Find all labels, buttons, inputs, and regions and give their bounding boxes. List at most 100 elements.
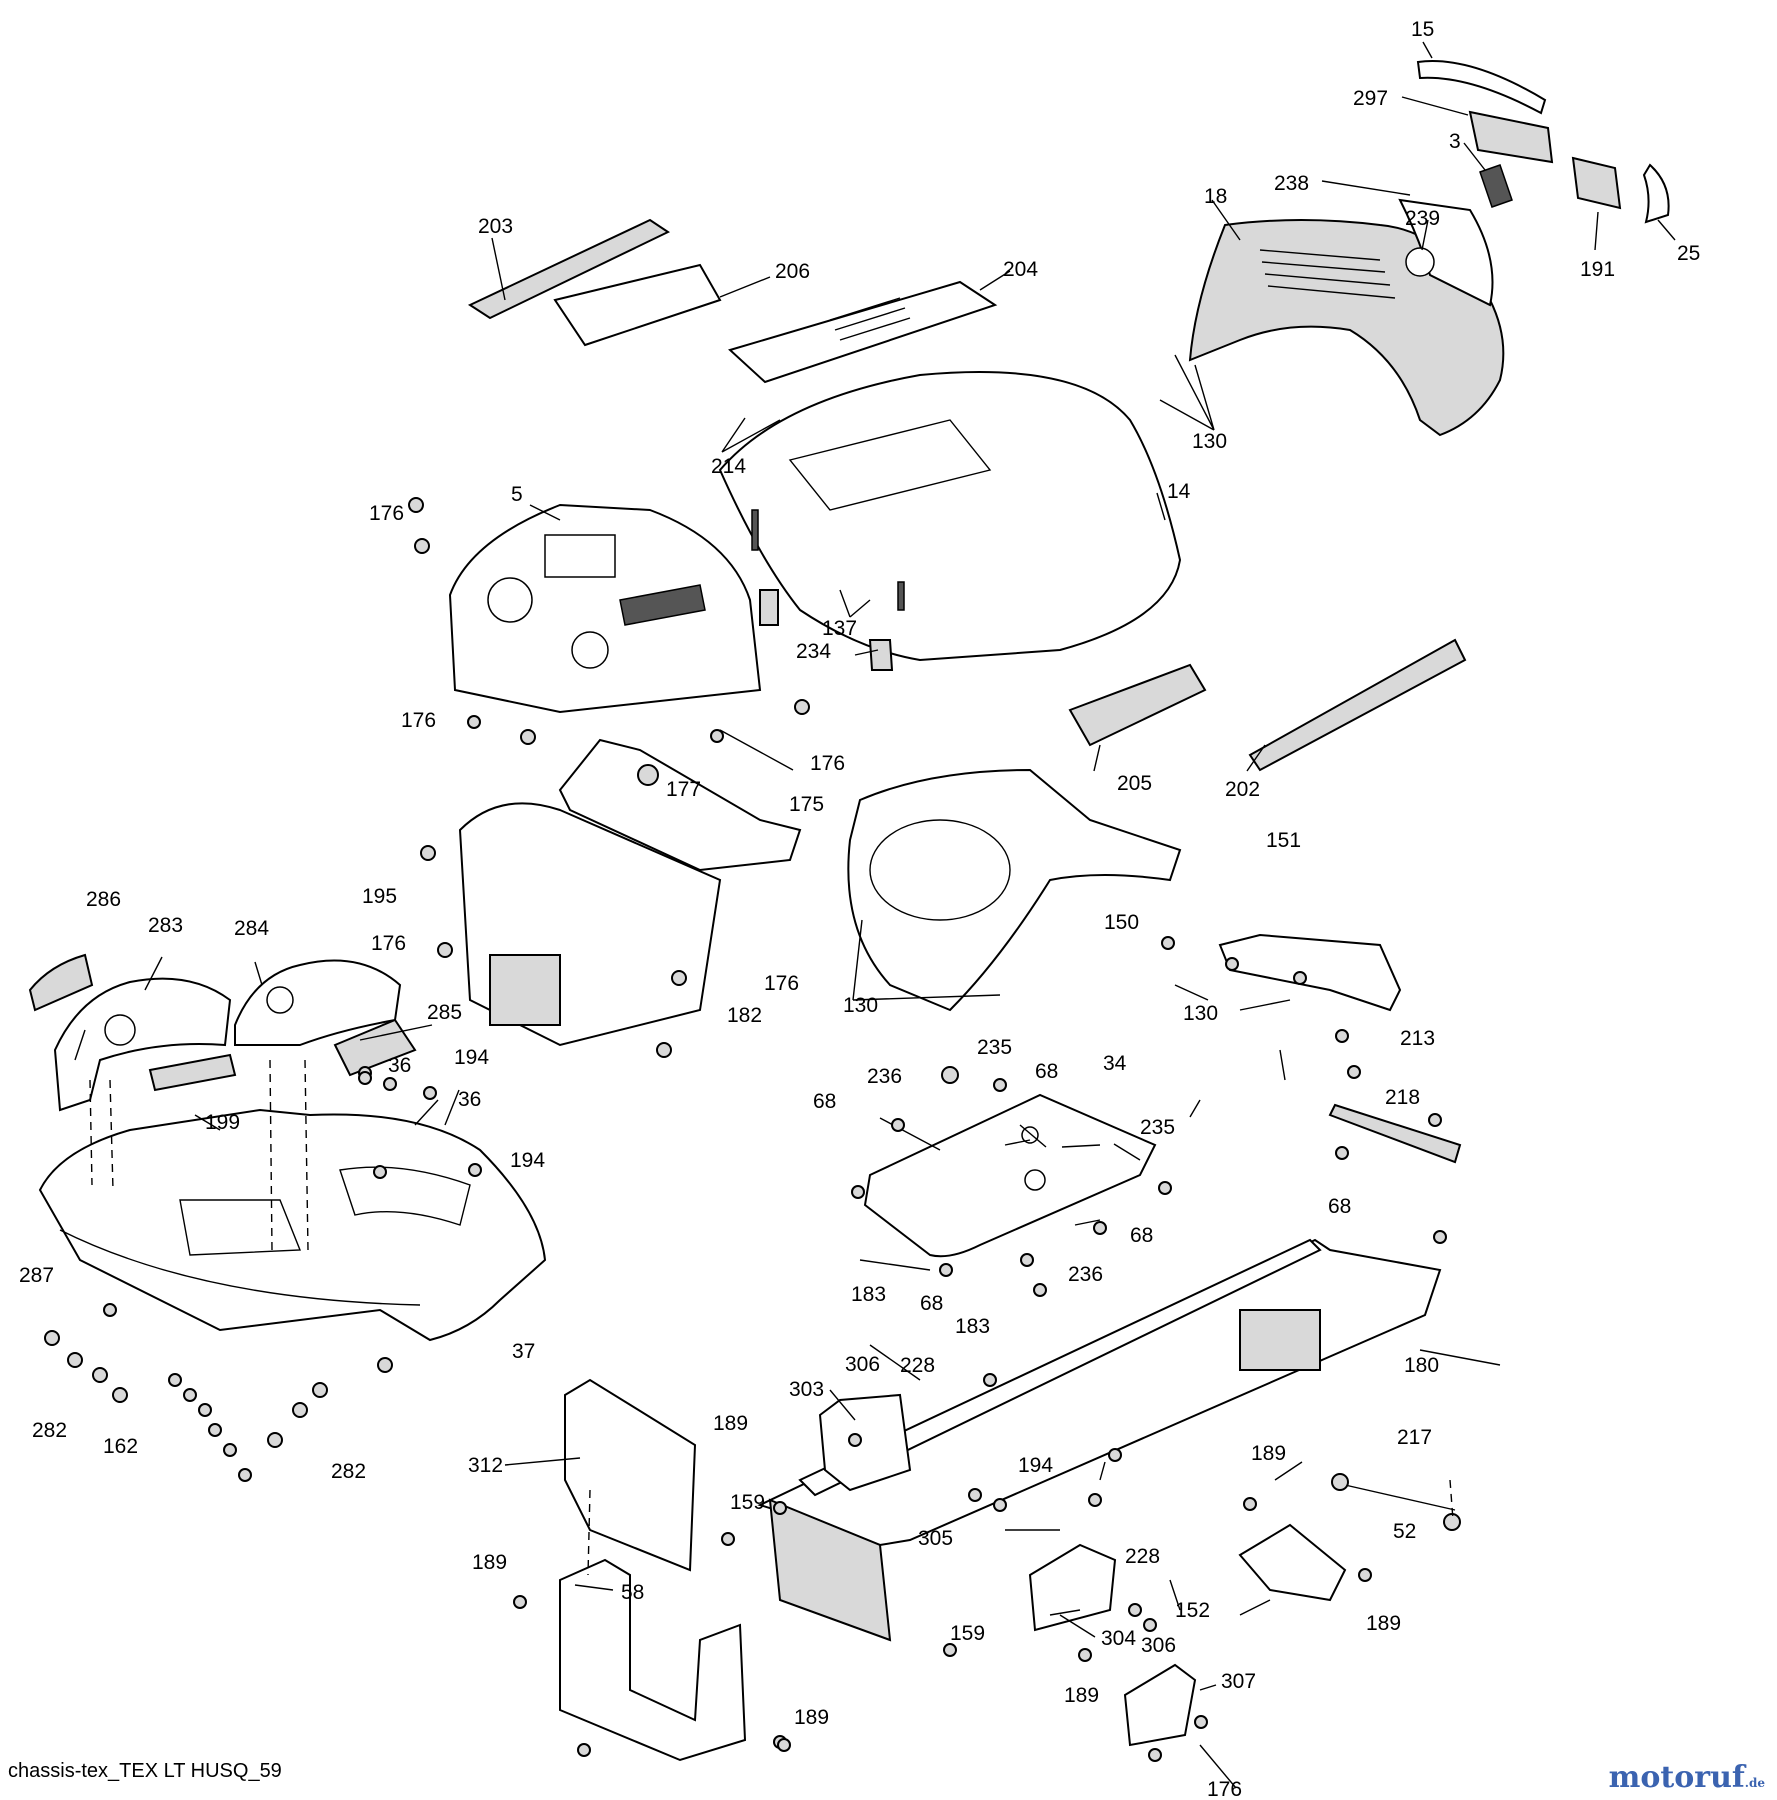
callout: 37: [512, 1340, 535, 1363]
callout: 180: [1404, 1354, 1439, 1377]
callout: 68: [813, 1090, 836, 1113]
callout: 14: [1167, 480, 1191, 503]
part-312-shield: [564, 1378, 697, 1572]
part-177-knob: [637, 764, 659, 786]
callout: 236: [867, 1065, 902, 1088]
part-52-washer-a: [1331, 1473, 1349, 1491]
callout: 162: [103, 1435, 138, 1458]
part-303-shield: [818, 1393, 912, 1492]
callout: 18: [1204, 185, 1227, 208]
plate-hole-1: [1021, 1126, 1039, 1144]
callout: 151: [1266, 829, 1301, 852]
shroud-ring: [869, 819, 1011, 921]
callout: 195: [362, 885, 397, 908]
part-175-bracket: [558, 738, 802, 872]
callout: 194: [454, 1046, 489, 1069]
callout: 236: [1068, 1263, 1103, 1286]
callout: 204: [1003, 258, 1038, 281]
callout: 150: [1104, 911, 1139, 934]
part-297-block: [1468, 110, 1554, 164]
callout: 3: [1449, 130, 1461, 153]
part-3-emblem: [1479, 164, 1513, 208]
callout: 214: [711, 455, 746, 478]
callout: 176: [1207, 1778, 1242, 1800]
part-304-shield: [1028, 1543, 1117, 1632]
callout: 159: [730, 1491, 765, 1514]
callout: 130: [1192, 430, 1227, 453]
callout: 307: [1221, 1670, 1256, 1693]
callout: 52: [1393, 1520, 1416, 1543]
part-199-plate: [148, 1053, 237, 1092]
part-218-bar: [1328, 1103, 1462, 1164]
callout: 213: [1400, 1027, 1435, 1050]
leader-lines: [74, 41, 1676, 1789]
part-204-cover: [728, 280, 998, 384]
part-25-lens: [1642, 163, 1670, 224]
part-137-strip-b: [897, 581, 905, 611]
callout: 306: [1141, 1634, 1176, 1657]
callout: 202: [1225, 778, 1260, 801]
callout: 306: [845, 1353, 880, 1376]
callout: 25: [1677, 242, 1700, 265]
callout: 189: [713, 1412, 748, 1435]
callout: 285: [427, 1001, 462, 1024]
callout: 183: [955, 1315, 990, 1338]
callout: 68: [920, 1292, 943, 1315]
callout: 239: [1405, 207, 1440, 230]
part-283-cover: [53, 977, 232, 1112]
callout: 312: [468, 1454, 503, 1477]
part-34-plate: [863, 1093, 1157, 1258]
part-234-pad-a: [759, 589, 779, 626]
callout-labels: 15 297 3 238 18 239 191 25 203 206 204 1…: [19, 18, 1700, 1800]
callout: 287: [19, 1264, 54, 1287]
callout: 68: [1035, 1060, 1058, 1083]
callout: 217: [1397, 1426, 1432, 1449]
callout: 175: [789, 793, 824, 816]
part-37-fender: [38, 1108, 547, 1342]
diagram-caption: chassis-tex_TEX LT HUSQ_59: [8, 1760, 282, 1782]
watermark-suffix: .de: [1744, 1776, 1765, 1790]
callout: 238: [1274, 172, 1309, 195]
callout: 176: [764, 972, 799, 995]
part-152-cover: [1238, 1523, 1347, 1602]
callout: 194: [510, 1149, 545, 1172]
plate-hole-2: [1024, 1169, 1046, 1191]
callout: 189: [794, 1706, 829, 1729]
callout: 176: [810, 752, 845, 775]
hood-opening: [788, 419, 992, 511]
callout: 176: [371, 932, 406, 955]
callout: 282: [32, 1419, 67, 1442]
fender-edge: [59, 1229, 421, 1306]
dash-switch: [619, 584, 706, 626]
watermark-main: motoruf: [1608, 1760, 1745, 1795]
callout: 176: [369, 502, 404, 525]
callout: 130: [1183, 1002, 1218, 1025]
part-151-bracket: [1218, 933, 1402, 1012]
part-202-vent: [1248, 638, 1467, 772]
callout: 234: [796, 640, 831, 663]
callout: 189: [472, 1551, 507, 1574]
dash-gauge: [487, 577, 533, 623]
callout: 130: [843, 994, 878, 1017]
frame-gearbox: [1239, 1309, 1321, 1371]
part-137-strip-a: [751, 509, 759, 551]
callout: 177: [666, 778, 701, 801]
callout: 199: [205, 1111, 240, 1134]
part-234-pad-b: [868, 639, 894, 671]
callout: 182: [727, 1004, 762, 1027]
part-15-trim: [1416, 60, 1547, 115]
part-206-duct: [553, 263, 722, 347]
part-284-cover: [234, 959, 402, 1046]
callout: 189: [1251, 1442, 1286, 1465]
callout: 15: [1411, 18, 1434, 41]
frame-front: [768, 1498, 892, 1642]
grille-slats: [1259, 249, 1396, 299]
callout: 228: [1125, 1545, 1160, 1568]
callout: 137: [822, 617, 857, 640]
part-52-washer-b: [1443, 1513, 1461, 1531]
grille-182: [489, 954, 561, 1026]
callout: 34: [1103, 1052, 1127, 1075]
callout: 284: [234, 917, 269, 940]
callout: 203: [478, 215, 513, 238]
